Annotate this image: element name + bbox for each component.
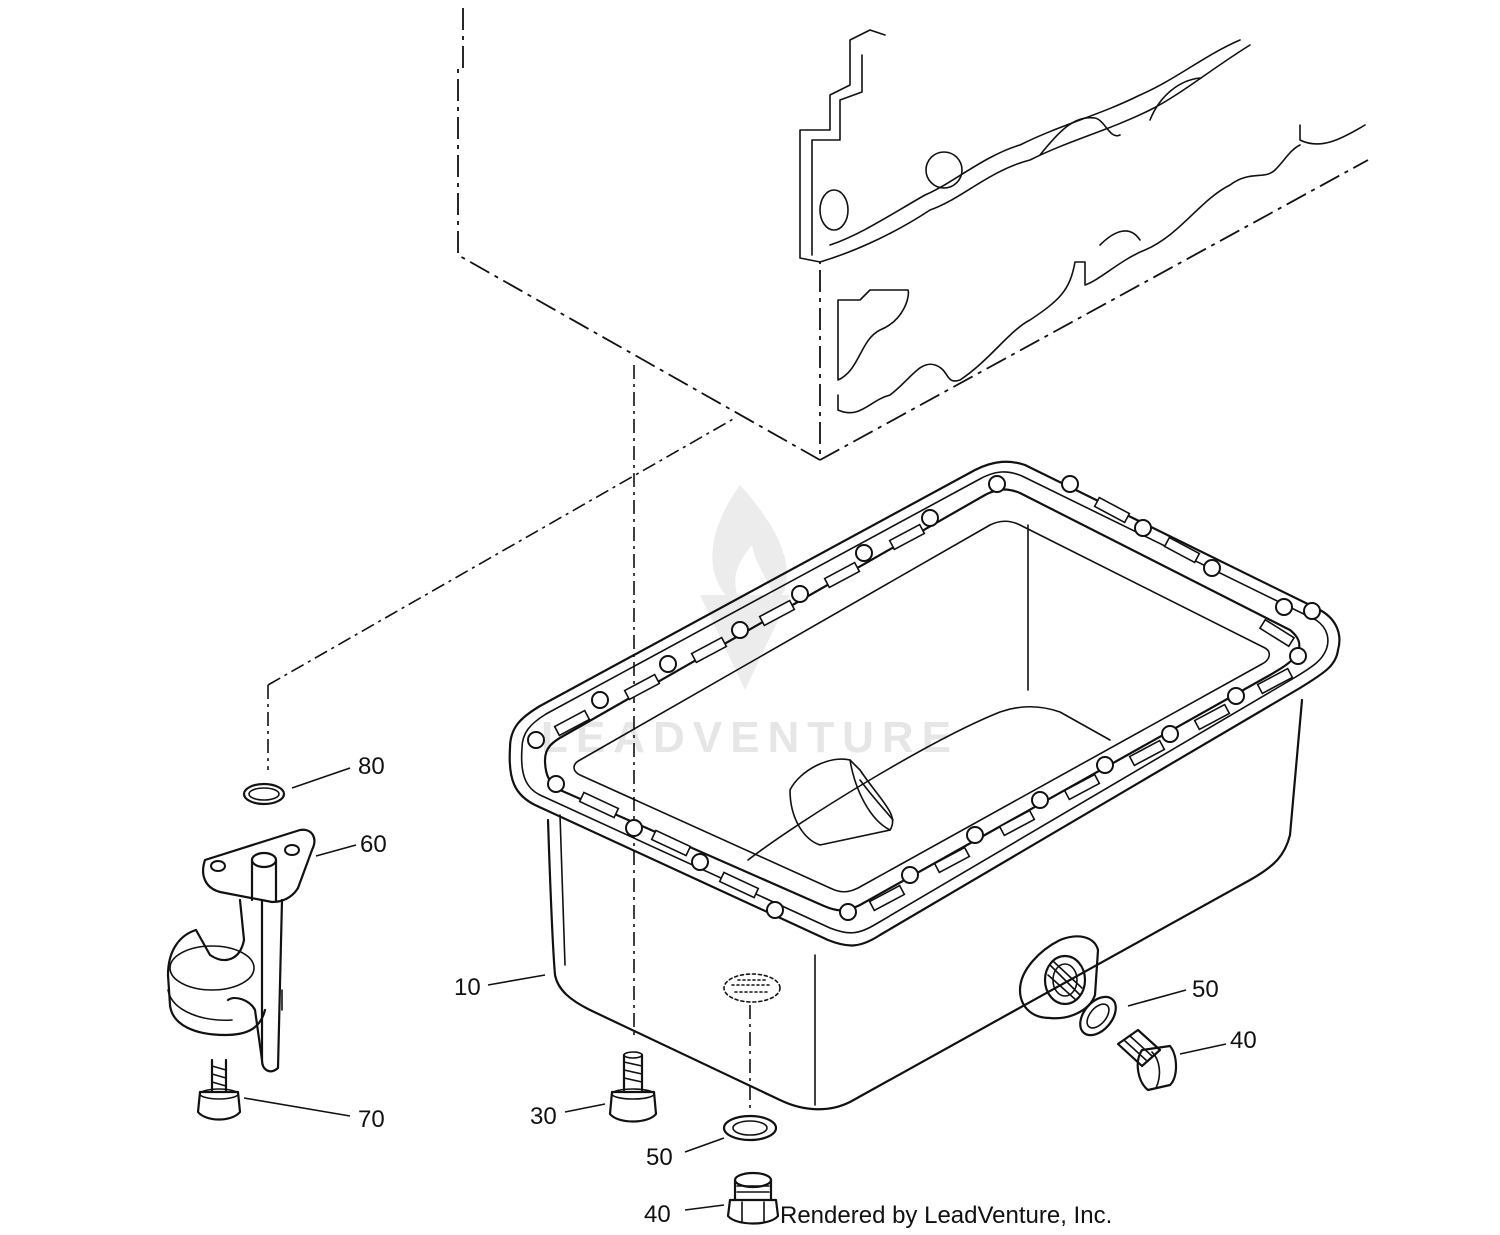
render-credit: Rendered by LeadVenture, Inc. <box>780 1202 1112 1229</box>
drain-washer-bottom <box>722 1114 778 1142</box>
oil-strainer <box>166 828 316 1073</box>
o-ring <box>242 782 286 806</box>
callout-40-bottom: 40 <box>644 1201 671 1228</box>
assembly-centerlines <box>267 365 751 1110</box>
watermark-logo <box>700 485 790 690</box>
callout-50-right: 50 <box>1192 976 1219 1003</box>
drain-plug-side <box>1116 1028 1178 1092</box>
callout-80: 80 <box>358 753 385 780</box>
callout-50-bottom: 50 <box>646 1144 673 1171</box>
callout-30: 30 <box>530 1103 557 1130</box>
callout-70: 70 <box>358 1106 385 1133</box>
flange-slots <box>553 496 1296 912</box>
engine-block-phantom <box>457 8 1369 462</box>
leader-lines <box>243 767 1227 1211</box>
drain-washer-side <box>1079 995 1117 1037</box>
callout-40-right: 40 <box>1230 1027 1257 1054</box>
callout-10: 10 <box>454 974 481 1001</box>
drain-plug-bottom <box>726 1171 780 1225</box>
watermark-text: LEADVENTURE <box>541 713 959 762</box>
callout-60: 60 <box>360 831 387 858</box>
oil-pan <box>508 460 1341 1111</box>
oil-pan-bolt <box>608 1051 658 1123</box>
strainer-bolt <box>196 1058 242 1121</box>
flange-bolt-holes <box>527 475 1321 921</box>
